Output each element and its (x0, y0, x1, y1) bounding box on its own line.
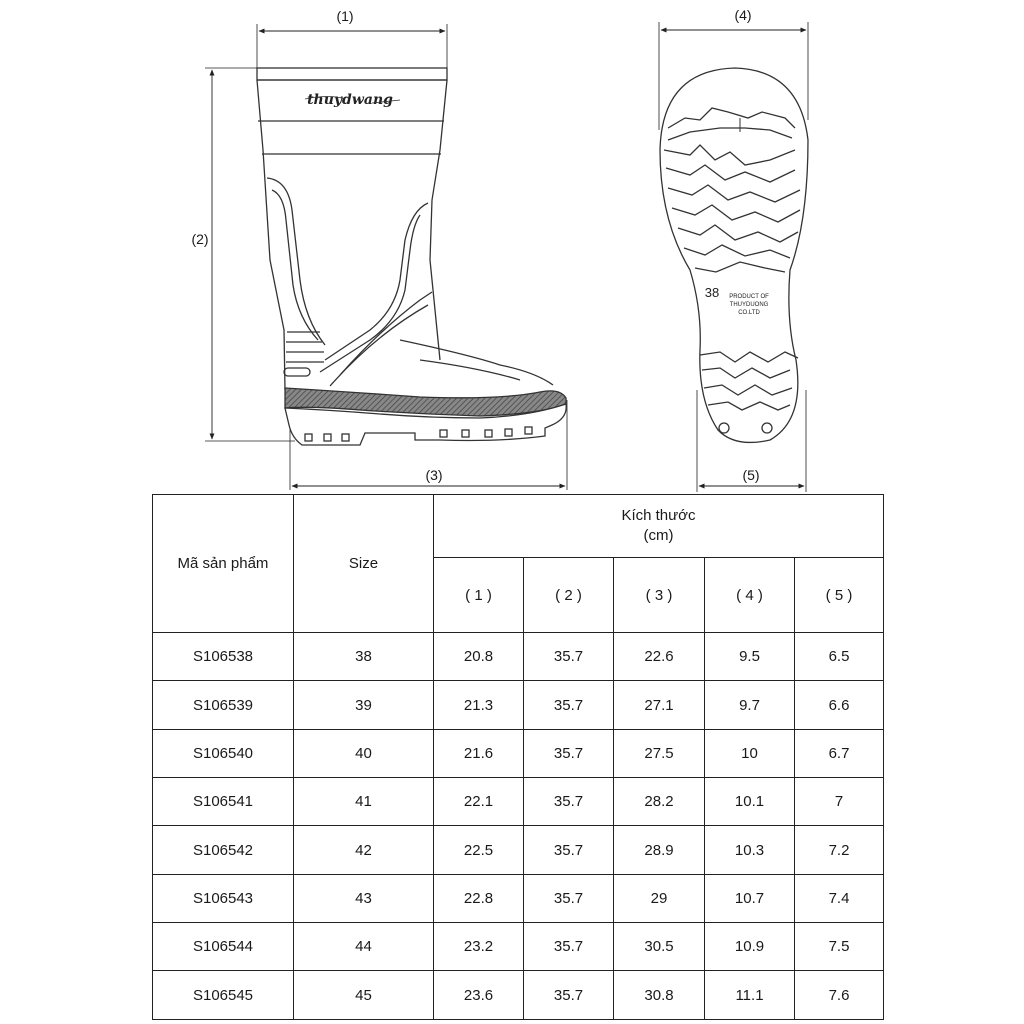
size-cell: 40 (293, 729, 434, 778)
dimension-2: (2) (191, 67, 295, 442)
dim-5-cell: 6.5 (794, 632, 884, 681)
dim-2-cell: 35.7 (523, 680, 614, 730)
dim-3-cell: 28.9 (613, 825, 705, 875)
dim-3-cell: 22.6 (613, 632, 705, 681)
size-cell: 42 (293, 825, 434, 875)
dim-4-cell: 11.1 (704, 970, 795, 1020)
header-dimensions: Kích thước (cm) (433, 494, 884, 558)
dim-1-cell: 23.2 (433, 922, 524, 971)
dim-5-cell: 7 (794, 777, 884, 826)
header-product-code: Mã sản phẩm (152, 494, 294, 633)
size-cell: 43 (293, 874, 434, 923)
size-cell: 45 (293, 970, 434, 1020)
dim-5-cell: 7.6 (794, 970, 884, 1020)
dim-5-cell: 7.4 (794, 874, 884, 923)
dim-1-cell: 22.1 (433, 777, 524, 826)
dimension-3-label: (3) (425, 467, 442, 483)
dim-1-cell: 20.8 (433, 632, 524, 681)
header-dim-2: ( 2 ) (523, 557, 614, 633)
size-table: Mã sản phẩm Size Kích thước (cm) ( 1 ) (… (152, 494, 884, 1020)
dim-1-cell: 22.5 (433, 825, 524, 875)
dimension-4-label: (4) (734, 7, 751, 23)
header-dim-5: ( 5 ) (794, 557, 884, 633)
dimension-1-label: (1) (336, 8, 353, 24)
dim-5-cell: 7.5 (794, 922, 884, 971)
dim-1-cell: 21.6 (433, 729, 524, 778)
boot-side-view: thuydwang (256, 67, 567, 446)
size-cell: 39 (293, 680, 434, 730)
dim-5-cell: 6.7 (794, 729, 884, 778)
boot-sole-view: 38 PRODUCT OF THUYDUONG CO.LTD (659, 67, 809, 444)
product-code-cell: S106545 (152, 970, 294, 1020)
dim-1-cell: 23.6 (433, 970, 524, 1020)
brand-logo: thuydwang (307, 92, 393, 108)
product-code-cell: S106543 (152, 874, 294, 923)
dim-3-cell: 28.2 (613, 777, 705, 826)
dim-2-cell: 35.7 (523, 874, 614, 923)
dimension-1: (1) (256, 8, 448, 68)
sole-product-line-1: PRODUCT OF (729, 294, 769, 300)
dim-3-cell: 30.5 (613, 922, 705, 971)
dim-4-cell: 10.9 (704, 922, 795, 971)
dim-3-cell: 29 (613, 874, 705, 923)
dim-5-cell: 6.6 (794, 680, 884, 730)
dimension-3: (3) (289, 400, 568, 490)
product-code-cell: S106542 (152, 825, 294, 875)
dim-3-cell: 30.8 (613, 970, 705, 1020)
dim-3-cell: 27.1 (613, 680, 705, 730)
dim-3-cell: 27.5 (613, 729, 705, 778)
dim-2-cell: 35.7 (523, 970, 614, 1020)
sole-product-line-3: CO.LTD (738, 310, 760, 316)
product-code-cell: S106540 (152, 729, 294, 778)
boot-diagram: (1) (2) (3) (4) (5) thuydwang (191, 7, 809, 492)
table-header-row: Mã sản phẩm Size Kích thước (cm) (152, 494, 884, 633)
dimension-5-label: (5) (742, 467, 759, 483)
size-cell: 44 (293, 922, 434, 971)
header-dimensions-unit: (cm) (643, 527, 674, 544)
dim-4-cell: 9.5 (704, 632, 795, 681)
dim-4-cell: 10 (704, 729, 795, 778)
dim-2-cell: 35.7 (523, 632, 614, 681)
sole-product-line-2: THUYDUONG (730, 302, 769, 308)
product-code-cell: S106539 (152, 680, 294, 730)
dim-5-cell: 7.2 (794, 825, 884, 875)
header-dim-4: ( 4 ) (704, 557, 795, 633)
size-cell: 38 (293, 632, 434, 681)
product-code-cell: S106538 (152, 632, 294, 681)
dimension-4: (4) (658, 7, 809, 130)
dim-2-cell: 35.7 (523, 777, 614, 826)
product-code-cell: S106544 (152, 922, 294, 971)
dim-4-cell: 10.7 (704, 874, 795, 923)
dimension-5: (5) (696, 390, 807, 492)
product-code-cell: S106541 (152, 777, 294, 826)
header-dim-3: ( 3 ) (613, 557, 705, 633)
dim-1-cell: 21.3 (433, 680, 524, 730)
dim-4-cell: 10.3 (704, 825, 795, 875)
header-dim-1: ( 1 ) (433, 557, 524, 633)
dim-2-cell: 35.7 (523, 729, 614, 778)
size-cell: 41 (293, 777, 434, 826)
dim-2-cell: 35.7 (523, 825, 614, 875)
header-size: Size (293, 494, 434, 633)
dim-4-cell: 10.1 (704, 777, 795, 826)
dim-1-cell: 22.8 (433, 874, 524, 923)
dim-4-cell: 9.7 (704, 680, 795, 730)
sole-size-number: 38 (705, 285, 719, 300)
header-dimensions-title: Kích thước (621, 507, 696, 524)
dim-2-cell: 35.7 (523, 922, 614, 971)
dimension-2-label: (2) (191, 231, 208, 247)
